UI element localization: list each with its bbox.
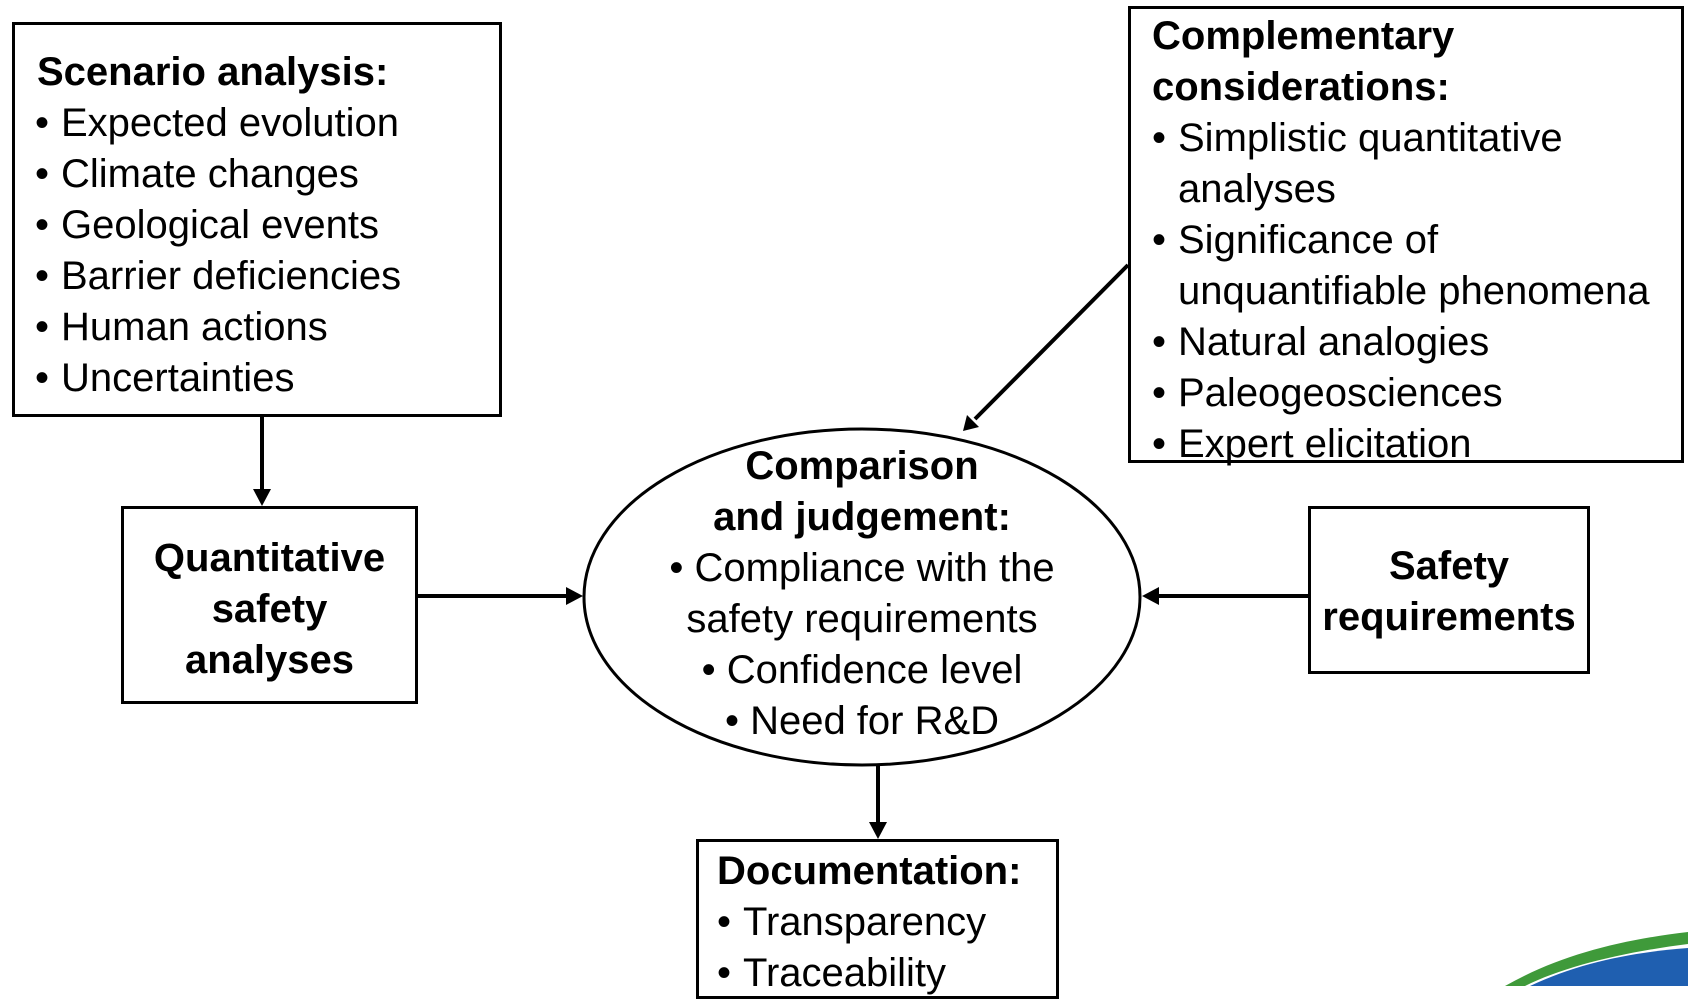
safety-requirements-label: Safety requirements bbox=[1322, 544, 1576, 639]
list-item: Climate changes bbox=[35, 149, 401, 200]
list-item: Transparency bbox=[717, 897, 986, 948]
comparison-item-rd: • Need for R&D bbox=[724, 699, 1000, 743]
comparison-ellipse bbox=[582, 427, 1142, 767]
list-item: Expert elicitation bbox=[1152, 419, 1650, 470]
arrow-quantitative-to-comparison bbox=[417, 587, 583, 605]
list-item: Expected evolution bbox=[35, 98, 401, 149]
documentation-title: Documentation: bbox=[717, 849, 1022, 893]
list-item: Human actions bbox=[35, 302, 401, 353]
list-item: Traceability bbox=[717, 948, 986, 999]
comparison-item-confidence: • Confidence level bbox=[701, 648, 1023, 692]
list-item: Significance of unquantifiable phenomena bbox=[1152, 215, 1650, 317]
complementary-list: Simplistic quantitative analyses Signifi… bbox=[1152, 113, 1650, 470]
comparison-item-compliance-cont: safety requirements bbox=[686, 597, 1038, 641]
list-item: Uncertainties bbox=[35, 353, 401, 404]
safety-requirements-box: Safety requirements bbox=[1308, 506, 1590, 674]
arrow-comparison-to-documentation bbox=[869, 765, 887, 839]
scenario-analysis-list: Expected evolution Climate changes Geolo… bbox=[35, 98, 401, 404]
quantitative-box-label: Quantitative safety analyses bbox=[153, 536, 386, 682]
list-item: Natural analogies bbox=[1152, 317, 1650, 368]
arrow-complementary-to-comparison bbox=[963, 263, 1130, 431]
arrow-scenario-to-quantitative bbox=[253, 417, 271, 506]
comparison-item-compliance: • Compliance with the bbox=[669, 546, 1055, 590]
comparison-title-line1: Comparison bbox=[745, 444, 979, 488]
scenario-analysis-title: Scenario analysis: bbox=[37, 50, 389, 94]
scenario-analysis-box: Scenario analysis: Expected evolution Cl… bbox=[12, 22, 502, 417]
quantitative-safety-analyses-box: Quantitative safety analyses bbox=[121, 506, 418, 704]
comparison-judgement-text: Comparison and judgement: • Compliance w… bbox=[592, 441, 1132, 747]
list-item: Simplistic quantitative analyses bbox=[1152, 113, 1650, 215]
corner-logo bbox=[1505, 932, 1688, 986]
complementary-title-line2: considerations: bbox=[1152, 65, 1450, 109]
list-item: Barrier deficiencies bbox=[35, 251, 401, 302]
list-item: Paleogeosciences bbox=[1152, 368, 1650, 419]
comparison-title-line2: and judgement: bbox=[713, 495, 1011, 539]
complementary-considerations-box: Complementary considerations: Simplistic… bbox=[1128, 6, 1684, 470]
complementary-title-line1: Complementary bbox=[1152, 14, 1455, 58]
documentation-box: Documentation: Transparency Traceability bbox=[696, 839, 1059, 999]
list-item: Geological events bbox=[35, 200, 401, 251]
arrow-safety-to-comparison bbox=[1142, 587, 1308, 605]
documentation-list: Transparency Traceability bbox=[717, 897, 986, 999]
